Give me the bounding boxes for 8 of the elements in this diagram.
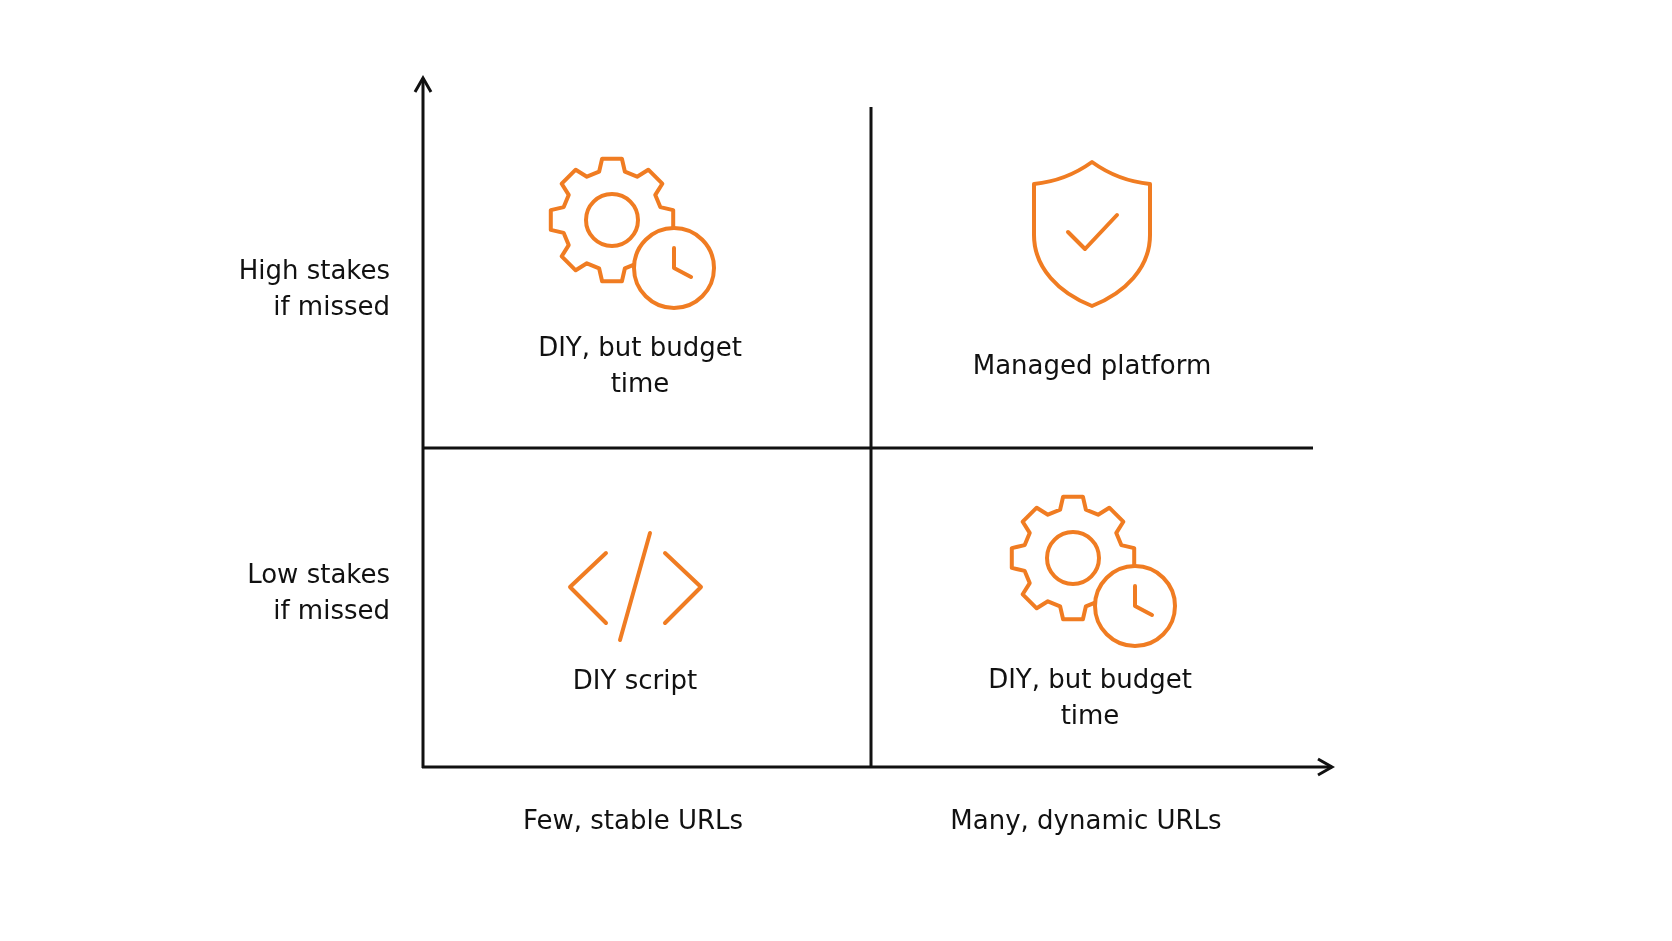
axis-label: Low stakes if missed — [246, 558, 390, 627]
axis-label: Few, stable URLs — [522, 804, 744, 837]
quadrant-label: DIY, but budget time — [537, 331, 743, 400]
quadrant-label: DIY, but budget time — [987, 663, 1193, 732]
quadrant-label: DIY script — [572, 664, 698, 697]
quadrant-label: Managed platform — [972, 349, 1212, 382]
axis-label: Many, dynamic URLs — [950, 804, 1222, 837]
axis-label: High stakes if missed — [237, 254, 390, 323]
